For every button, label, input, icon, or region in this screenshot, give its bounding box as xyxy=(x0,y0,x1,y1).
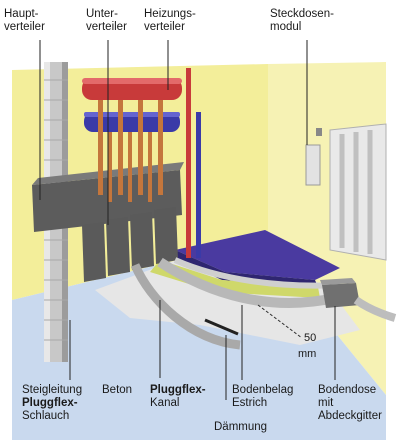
label-hauptverteiler: Haupt-verteiler xyxy=(4,8,45,33)
sub-distributors xyxy=(82,207,178,282)
label-beton: Beton xyxy=(102,384,133,396)
dimension-value: 50 xyxy=(304,332,317,344)
socket-module xyxy=(305,144,321,186)
radiator xyxy=(329,123,387,261)
label-daemmung: Dämmung xyxy=(214,421,268,433)
insulation-layer xyxy=(150,260,320,298)
floor-box xyxy=(322,283,360,308)
label-heizungsverteiler: Heizungs-verteiler xyxy=(144,8,196,33)
label-unterverteiler: Unter-verteiler xyxy=(86,8,127,33)
floor-covering-edge xyxy=(172,250,318,287)
cable xyxy=(204,318,239,336)
floor-covering xyxy=(175,230,340,280)
label-steckdosenmodul: Steckdosen-modul xyxy=(270,8,334,33)
label-kanal: Pluggflex-Kanal xyxy=(150,384,206,409)
dimension-unit: mm xyxy=(298,348,317,360)
channel-back xyxy=(173,257,341,289)
channel-curve xyxy=(157,257,337,308)
channel-left xyxy=(130,263,241,350)
